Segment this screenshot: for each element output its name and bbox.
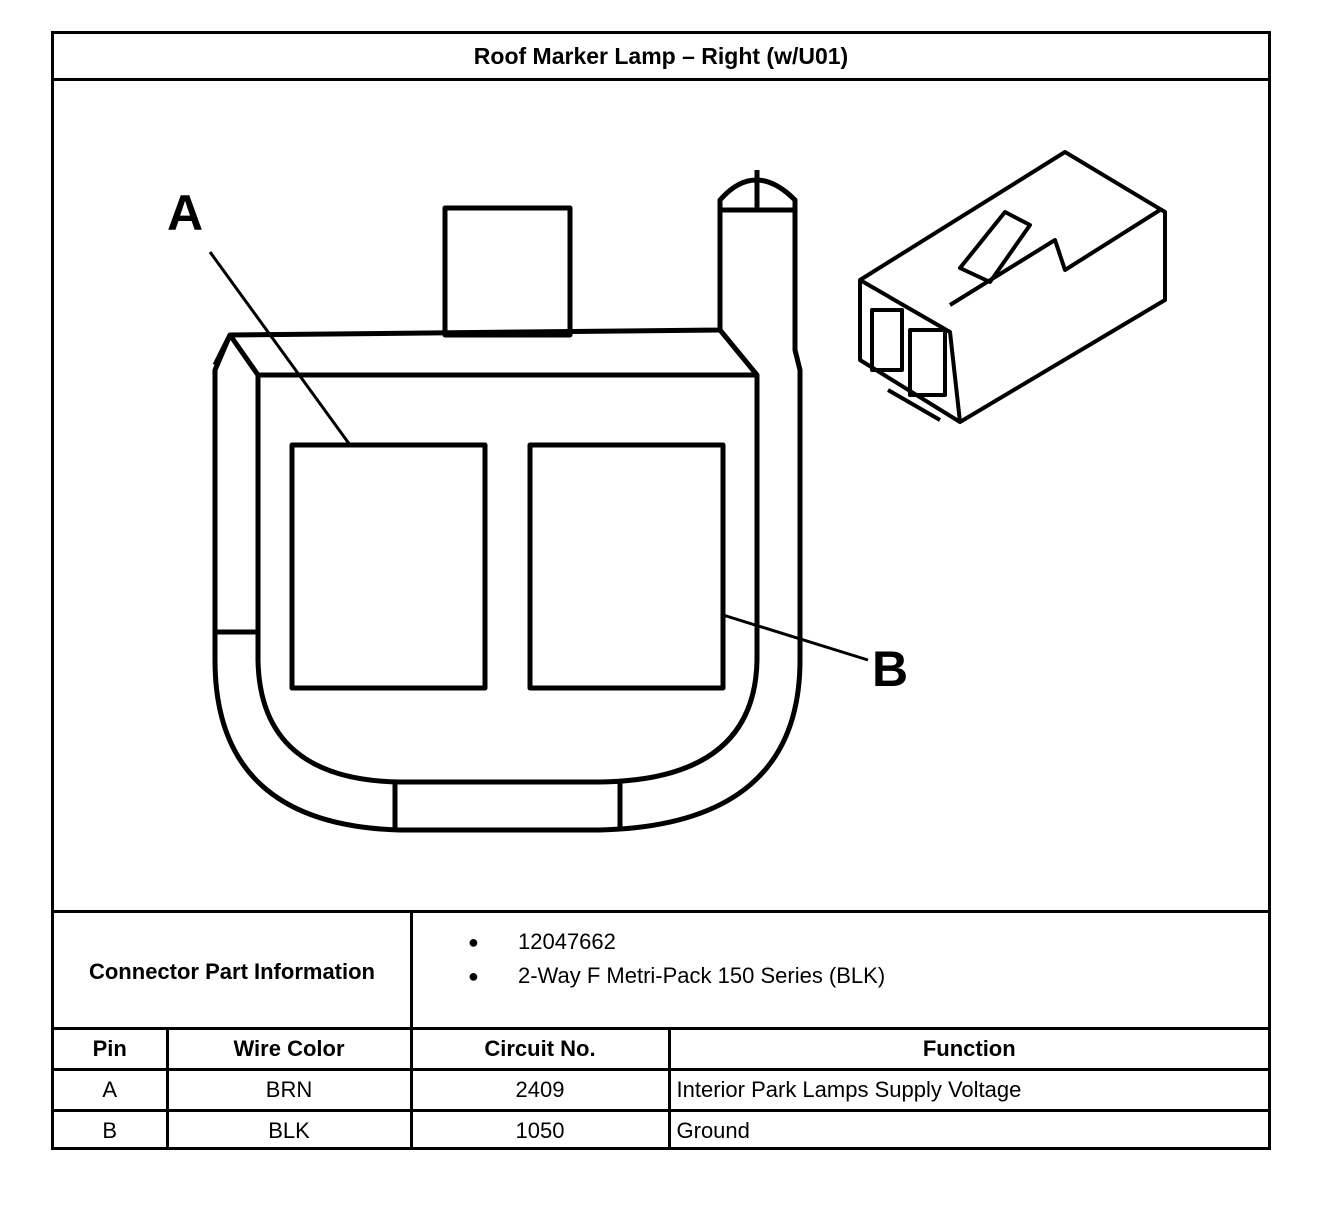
connector-diagram: A B <box>54 78 1268 910</box>
cell-wire-color: BLK <box>167 1109 413 1150</box>
cell-function: Interior Park Lamps Supply Voltage <box>669 1068 1268 1111</box>
pin-label-b: B <box>872 641 908 697</box>
cell-circuit: 2409 <box>411 1068 671 1111</box>
connector-info-row: Connector Part Information ● 12047662 ● 2-… <box>54 910 1268 1030</box>
cell-wire-color: BRN <box>167 1068 413 1111</box>
pin-table: Pin Wire Color Circuit No. Function A BR… <box>54 1027 1268 1150</box>
cell-pin: A <box>54 1068 169 1111</box>
header-function: Function <box>669 1027 1268 1070</box>
connector-info-list: ● 12047662 ● 2-Way F Metri-Pack 150 Series… <box>468 925 885 993</box>
table-row: A BRN 2409 Interior Park Lamps Supply Vo… <box>54 1068 1268 1111</box>
bullet-icon: ● <box>468 932 479 952</box>
connector-frame: Roof Marker Lamp – Right (w/U01) <box>51 31 1271 1150</box>
connector-body-outline <box>212 177 803 833</box>
pin-label-a: A <box>167 185 203 241</box>
leader-line-b <box>722 613 869 662</box>
cavity-b <box>527 442 726 691</box>
cell-function: Ground <box>669 1109 1268 1150</box>
cavity-a <box>289 442 488 691</box>
connector-iso-view <box>858 150 1167 424</box>
list-item: ● 12047662 <box>468 925 885 959</box>
cell-circuit: 1050 <box>411 1109 671 1150</box>
part-number: 12047662 <box>518 929 616 954</box>
table-header-row: Pin Wire Color Circuit No. Function <box>54 1027 1268 1070</box>
bullet-icon: ● <box>468 966 479 986</box>
connector-latch <box>718 170 795 213</box>
header-pin: Pin <box>54 1027 169 1070</box>
connector-body-inner <box>255 372 760 785</box>
list-item: ● 2-Way F Metri-Pack 150 Series (BLK) <box>468 959 885 993</box>
connector-description: 2-Way F Metri-Pack 150 Series (BLK) <box>518 963 886 988</box>
header-wire-color: Wire Color <box>167 1027 413 1070</box>
connector-top-tab <box>442 205 573 338</box>
leader-line-a <box>208 251 352 446</box>
table-row: B BLK 1050 Ground <box>54 1109 1268 1150</box>
header-circuit-no: Circuit No. <box>411 1027 671 1070</box>
cell-pin: B <box>54 1109 169 1150</box>
page-title: Roof Marker Lamp – Right (w/U01) <box>54 34 1268 81</box>
connector-face-drawing: A B <box>167 150 1167 833</box>
connector-info-label: Connector Part Information <box>54 913 413 1030</box>
